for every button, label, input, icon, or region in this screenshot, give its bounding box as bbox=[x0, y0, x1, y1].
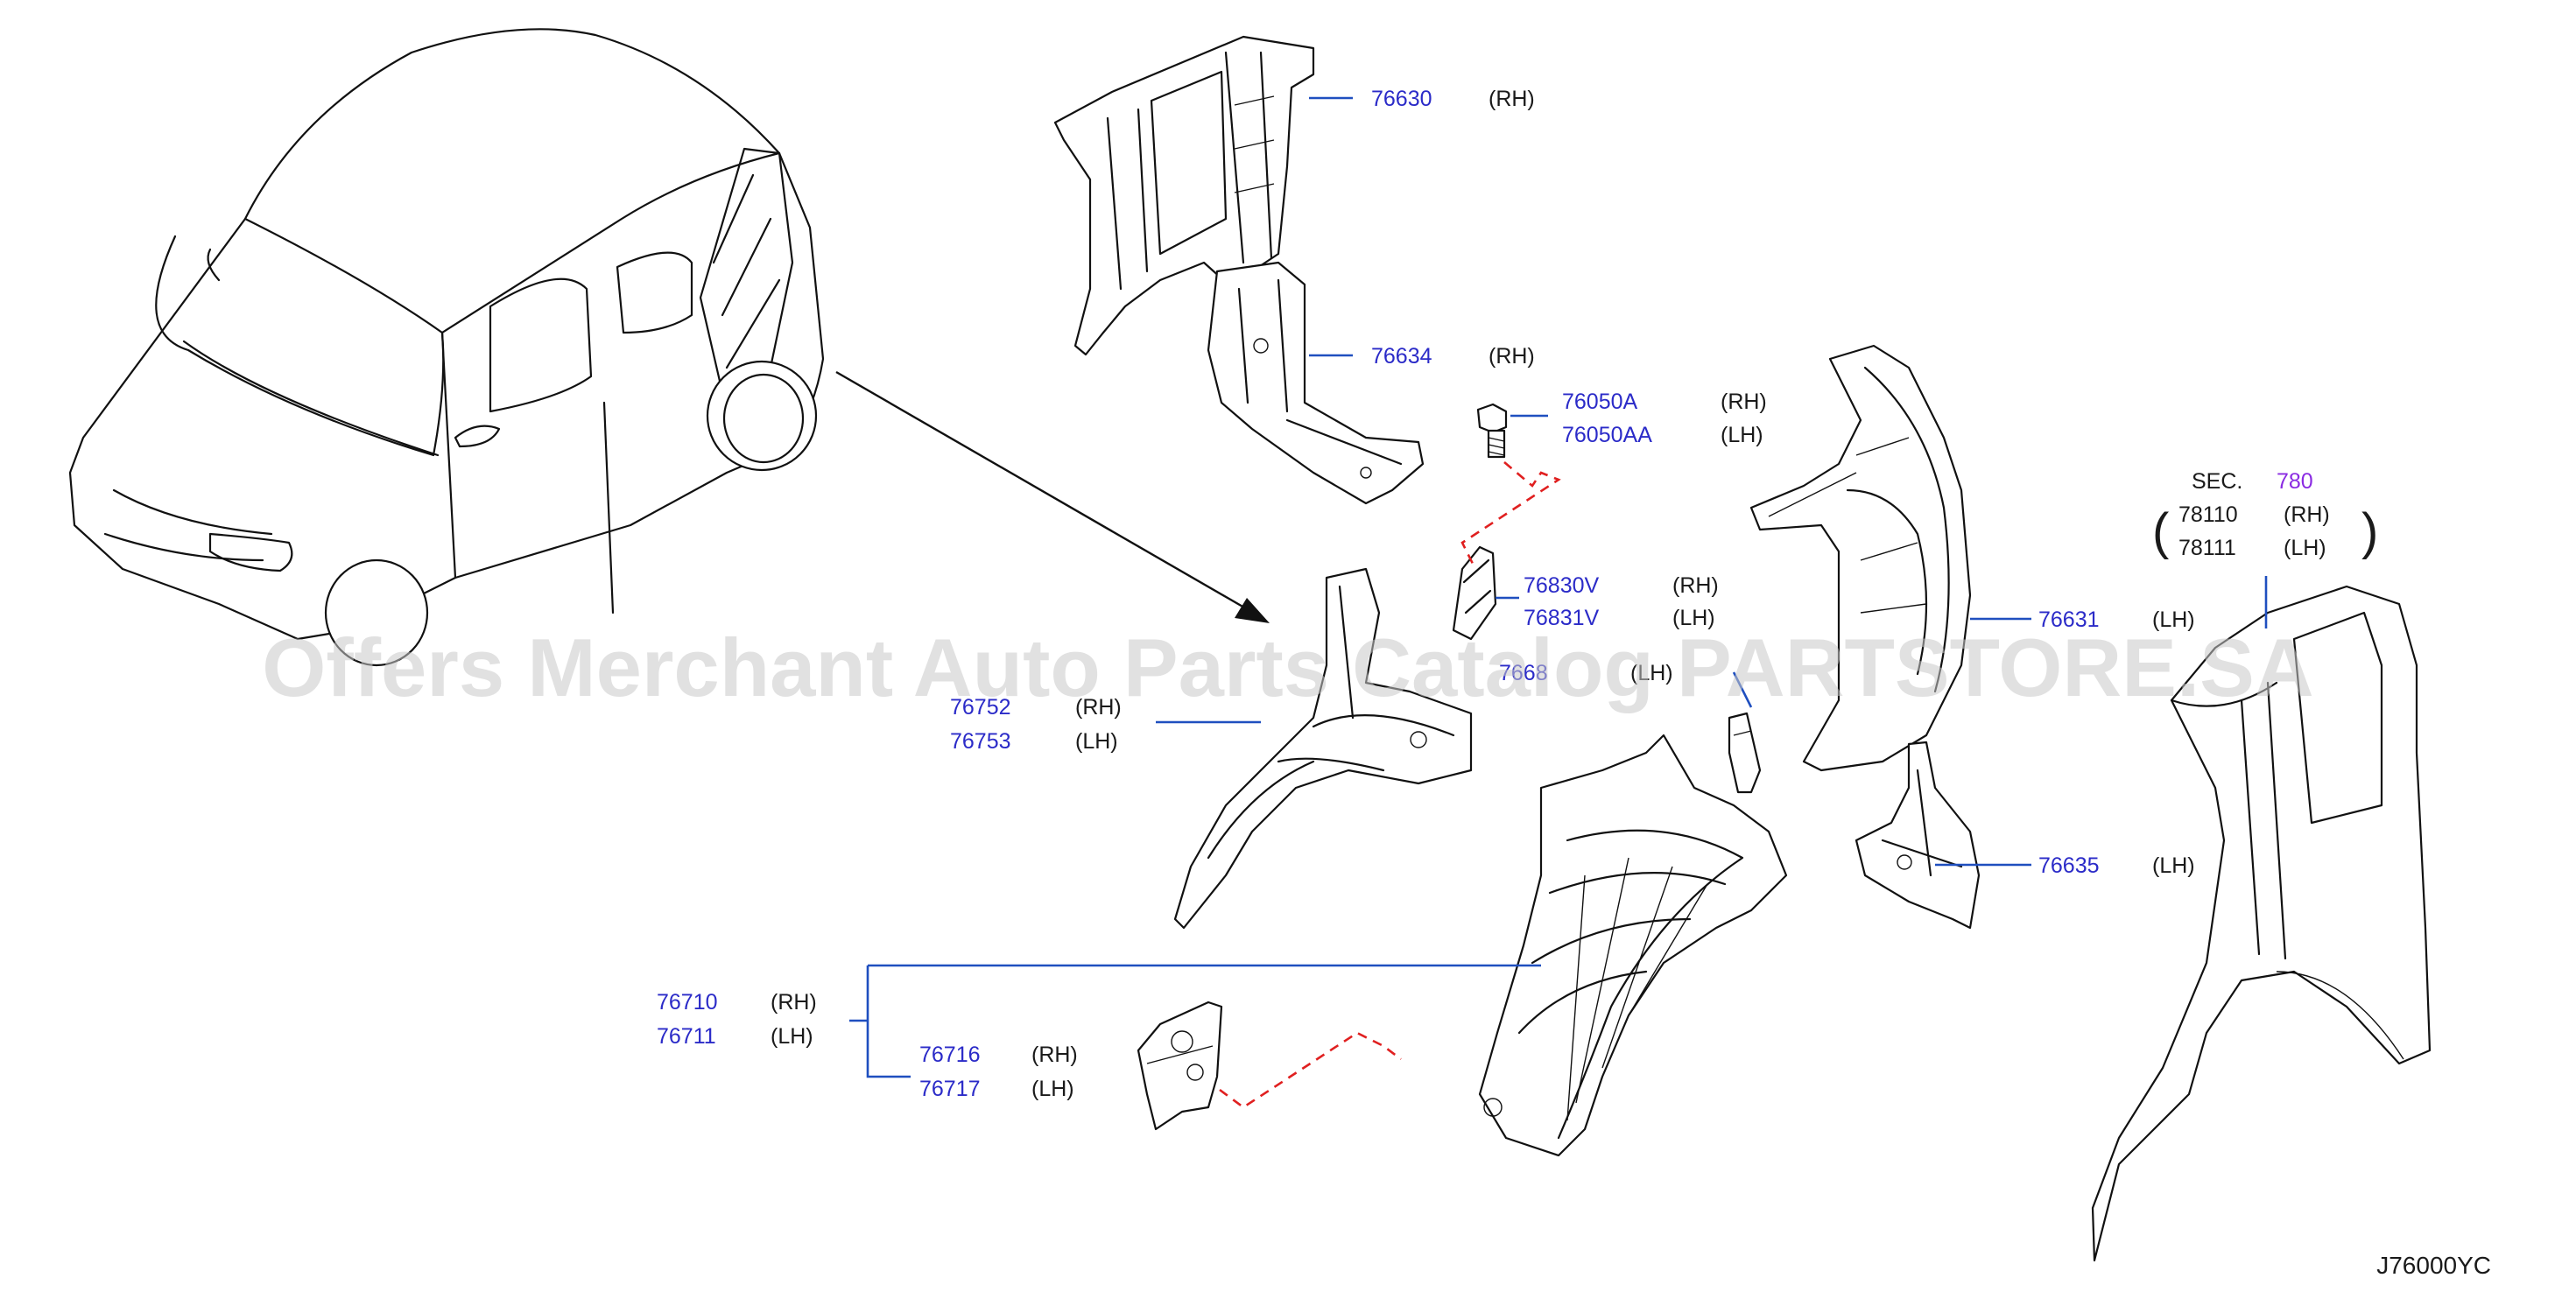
part-number-76050AA[interactable]: 76050AA bbox=[1562, 423, 1652, 447]
part-76716-bracket[interactable] bbox=[1137, 1001, 1223, 1131]
side-label: (LH) bbox=[2152, 607, 2195, 632]
leader-lines bbox=[849, 96, 2268, 1078]
callouts: 76630 (RH) 76634 (RH) 76050A (RH) 76050A… bbox=[657, 87, 2378, 1101]
part-number-78110[interactable]: 78110 bbox=[2178, 502, 2238, 527]
side-label: (LH) bbox=[2284, 536, 2326, 560]
part-76631-pillar-lh[interactable] bbox=[1749, 344, 1972, 772]
vehicle-overview-drawing bbox=[68, 28, 825, 667]
part-76752-inner-panel[interactable] bbox=[1173, 567, 1473, 930]
part-76050-bolt[interactable] bbox=[1476, 403, 1508, 459]
part-number-76752[interactable]: 76752 bbox=[950, 695, 1011, 720]
side-label: (LH) bbox=[2152, 853, 2195, 878]
part-76830V-bracket[interactable] bbox=[1452, 545, 1497, 641]
part-number-76631[interactable]: 76631 bbox=[2038, 607, 2100, 632]
dashed-connectors bbox=[1219, 461, 1561, 1109]
side-label: (RH) bbox=[1489, 344, 1535, 369]
bracket-open: ( bbox=[2152, 503, 2169, 560]
side-label: (RH) bbox=[771, 990, 817, 1015]
part-76710-wheel-house[interactable] bbox=[1478, 734, 1788, 1157]
part-number-7668x[interactable]: 7668 bbox=[1499, 661, 1548, 685]
side-label: (RH) bbox=[1672, 573, 1719, 598]
part-number-76630[interactable]: 76630 bbox=[1371, 87, 1432, 111]
side-label: (LH) bbox=[1630, 661, 1673, 685]
part-number-76753[interactable]: 76753 bbox=[950, 729, 1011, 754]
side-label: (RH) bbox=[2284, 502, 2330, 527]
part-number-76634[interactable]: 76634 bbox=[1371, 344, 1432, 369]
part-76635-bracket-lh[interactable] bbox=[1855, 741, 1981, 930]
side-label: (LH) bbox=[771, 1024, 813, 1049]
side-label: (RH) bbox=[1489, 87, 1535, 111]
pointer-arrow bbox=[835, 370, 1270, 623]
side-label: (LH) bbox=[1721, 423, 1763, 447]
part-number-76717[interactable]: 76717 bbox=[919, 1077, 981, 1101]
side-label: (RH) bbox=[1721, 390, 1767, 414]
side-label: (RH) bbox=[1075, 695, 1122, 720]
part-78110-rear-fender[interactable] bbox=[2091, 585, 2432, 1262]
side-label: (LH) bbox=[1672, 606, 1715, 630]
part-number-76716[interactable]: 76716 bbox=[919, 1043, 981, 1067]
part-number-76050A[interactable]: 76050A bbox=[1562, 390, 1638, 414]
part-number-76711[interactable]: 76711 bbox=[657, 1024, 716, 1049]
part-number-76710[interactable]: 76710 bbox=[657, 990, 718, 1015]
side-label: (RH) bbox=[1031, 1043, 1078, 1067]
watermark-text: Offers Merchant Auto Parts Catalog PARTS… bbox=[262, 621, 2313, 713]
side-label: (LH) bbox=[1031, 1077, 1074, 1101]
part-76634-lower-pillar[interactable] bbox=[1207, 261, 1425, 505]
part-7668x-clip[interactable] bbox=[1728, 712, 1762, 794]
section-label: SEC. bbox=[2192, 469, 2242, 494]
diagram-code: J76000YC bbox=[2376, 1252, 2491, 1279]
part-number-78111[interactable]: 78111 bbox=[2178, 536, 2236, 560]
part-number-76635[interactable]: 76635 bbox=[2038, 853, 2100, 878]
side-label: (LH) bbox=[1075, 729, 1118, 754]
part-number-76830V[interactable]: 76830V bbox=[1524, 573, 1600, 598]
bracket-close: ) bbox=[2361, 503, 2378, 560]
part-76630-pillar[interactable] bbox=[1053, 35, 1315, 356]
section-number[interactable]: 780 bbox=[2277, 469, 2313, 494]
part-number-76831V[interactable]: 76831V bbox=[1524, 606, 1600, 630]
